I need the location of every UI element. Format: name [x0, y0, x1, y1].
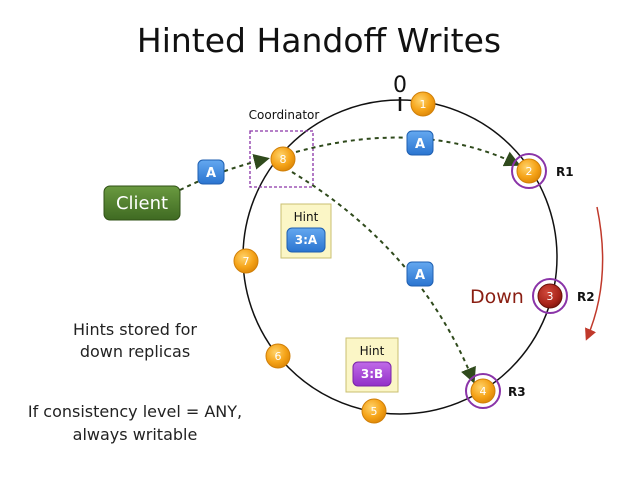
down-label: Down	[470, 286, 524, 308]
write-badge-r3: A	[406, 261, 434, 287]
hint-box-b: Hint 3:B	[345, 337, 399, 393]
ring-node-8-coordinator: 8	[270, 146, 296, 172]
ring-node-7: 7	[233, 248, 259, 274]
consistency-note-line2: always writable	[73, 425, 198, 444]
hints-note-line2: down replicas	[80, 342, 190, 361]
diagram-title: Hinted Handoff Writes	[137, 21, 501, 60]
node-5-label: 5	[371, 405, 378, 418]
replica-label-r2: R2	[577, 290, 595, 304]
node-7-label: 7	[243, 255, 250, 268]
ring-node-4: 4	[470, 378, 496, 404]
down-direction-arrow	[585, 206, 604, 341]
replica-ring-r2	[532, 278, 568, 314]
replica-label-r1: R1	[556, 165, 574, 179]
client-to-coordinator-arrow	[179, 154, 270, 191]
write-badge-r3-label: A	[415, 268, 425, 283]
write-badge-client: A	[197, 159, 225, 185]
node-2-label: 2	[526, 165, 533, 178]
hint-b-title: Hint	[360, 344, 385, 358]
write-badge-r1-label: A	[415, 137, 425, 152]
coordinator-label: Coordinator	[249, 108, 320, 122]
ring-node-3-down: 3	[537, 283, 563, 309]
hints-note-line1: Hints stored for	[73, 320, 197, 339]
replica-label-r3: R3	[508, 385, 526, 399]
node-6-label: 6	[275, 350, 282, 363]
ring-node-5: 5	[361, 398, 387, 424]
consistency-note-line1: If consistency level = ANY,	[28, 402, 242, 421]
write-badge-client-label: A	[206, 166, 216, 181]
replica-ring-r3	[465, 373, 501, 409]
node-8-label: 8	[280, 153, 287, 166]
hint-b-value: 3:B	[361, 367, 383, 381]
replica-ring-r1	[511, 153, 547, 189]
ring-node-1: 1	[410, 91, 436, 117]
coordinator-box	[249, 130, 314, 188]
hint-a-title: Hint	[294, 210, 319, 224]
node-4-label: 4	[480, 385, 487, 398]
zero-label: 0	[393, 73, 407, 98]
node-3-label: 3	[547, 290, 554, 303]
hint-a-value: 3:A	[295, 233, 318, 247]
node-1-label: 1	[420, 98, 427, 111]
write-badge-r1: A	[406, 130, 434, 156]
ring-node-6: 6	[265, 343, 291, 369]
client-label: Client	[116, 193, 168, 214]
client-node: Client	[103, 185, 181, 221]
ring-node-2: 2	[516, 158, 542, 184]
hint-box-a: Hint 3:A	[280, 203, 332, 259]
